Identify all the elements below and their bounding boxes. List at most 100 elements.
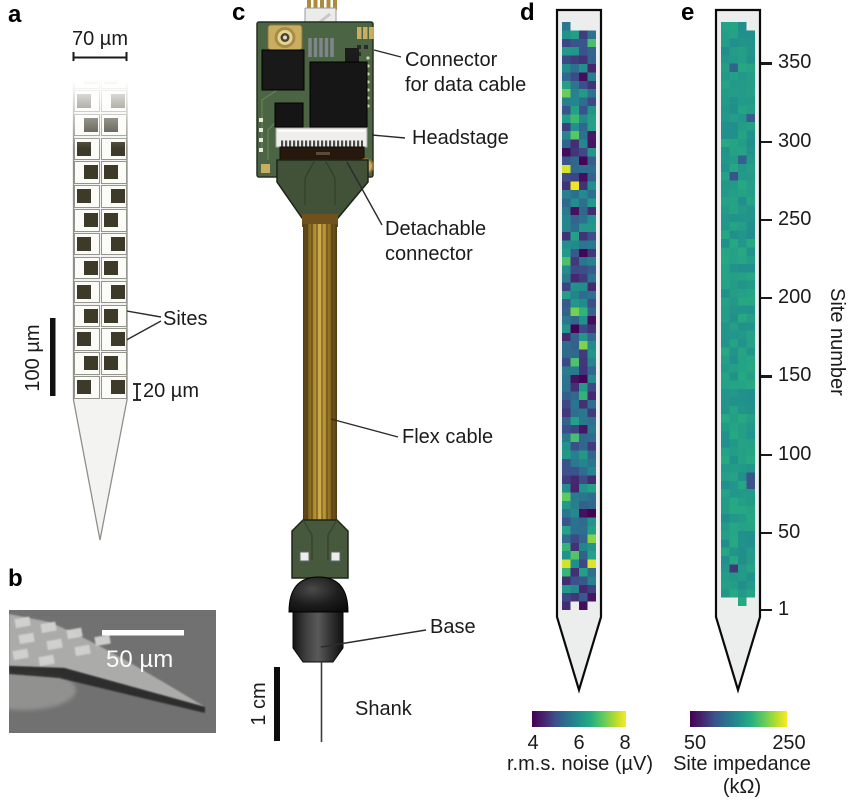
left-edge-pads	[259, 118, 263, 152]
site-cell	[101, 161, 127, 184]
recording-site	[76, 332, 91, 347]
site-tick-label-350: 350	[778, 51, 812, 74]
sites-pointer-line-1	[120, 309, 162, 318]
site-cell	[101, 232, 127, 256]
gold-pads	[357, 27, 374, 39]
detachable-label-line2: connector	[385, 243, 473, 265]
pcb-trace-2	[267, 119, 279, 160]
noise-colorbar-tick-8: 8	[619, 732, 631, 754]
connector-label-line1: Connector	[405, 49, 498, 71]
noise-colorbar-tick-4: 4	[527, 732, 539, 754]
site-cell	[74, 256, 100, 280]
site-cell	[74, 280, 100, 304]
site-cell	[74, 209, 100, 232]
pcb-board	[256, 21, 374, 178]
site-tick-label-200: 200	[778, 286, 812, 309]
sem-sites-group	[12, 616, 111, 667]
site-size-label: 20 µm	[143, 380, 199, 402]
base-label: Base	[430, 616, 476, 638]
noise-colorbar-tick-6: 6	[573, 732, 585, 754]
recording-site	[83, 213, 98, 228]
sem-photo: 50 µm	[9, 610, 216, 733]
noise-colorbar	[532, 711, 626, 727]
site-grid-fade	[71, 61, 130, 149]
site-tick-label-100: 100	[778, 442, 812, 465]
site-tick-mark-350	[761, 62, 772, 65]
flex-neck	[302, 214, 338, 227]
recording-site	[76, 189, 91, 204]
width-label: 70 µm	[72, 28, 128, 50]
site-tick-mark-300	[761, 140, 772, 143]
site-tick-mark-100	[761, 453, 772, 456]
detachable-connector-body	[276, 159, 369, 219]
headstage-assembly	[256, 0, 427, 742]
recording-site	[103, 260, 118, 275]
connector-label-line2: for data cable	[405, 74, 527, 96]
impedance-colorbar-tick-50: 50	[683, 732, 707, 754]
annotation-pointer-lines	[320, 49, 427, 648]
recording-site	[103, 356, 118, 371]
impedance-heatmap-canvas	[721, 22, 755, 606]
site-cell	[101, 185, 127, 208]
shank-label: Shank	[355, 698, 412, 720]
recording-site	[103, 213, 118, 228]
site-tick-mark-150	[761, 375, 772, 378]
site-tick-label-250: 250	[778, 207, 812, 230]
scalebar-1cm	[274, 667, 280, 741]
probe-base-dome	[288, 576, 349, 613]
panel-label-e: e	[681, 0, 695, 26]
recording-site	[110, 284, 125, 299]
main-chip	[309, 61, 368, 128]
site-cell	[74, 161, 100, 184]
site-cell	[101, 328, 127, 351]
site-tick-label-150: 150	[778, 364, 812, 387]
headstage-label: Headstage	[412, 127, 509, 149]
site-tick-label-1: 1	[778, 597, 790, 620]
noise-colorbar-title: r.m.s. noise (µV)	[507, 753, 653, 775]
connector-pins	[308, 38, 334, 57]
site-tick-mark-200	[761, 297, 772, 300]
recording-site	[76, 284, 91, 299]
site-cell	[74, 185, 100, 208]
site-tick-mark-1	[761, 608, 772, 611]
detachable-label-line1: Detachable	[385, 218, 487, 240]
recording-site	[76, 236, 91, 251]
recording-site	[83, 308, 98, 323]
site-number-axis-label: Site number	[826, 288, 848, 396]
recording-site	[110, 332, 125, 347]
recording-site	[103, 308, 118, 323]
noise-heatmap-canvas	[562, 22, 596, 610]
impedance-colorbar	[690, 711, 787, 727]
impedance-colorbar-title-line1: Site impedance	[673, 753, 811, 775]
recording-site	[83, 260, 98, 275]
sem-background	[9, 610, 216, 733]
sem-blur-region	[9, 670, 76, 710]
recording-site	[110, 236, 125, 251]
sites-pointer-line-2	[120, 320, 162, 344]
scalebar-100um	[50, 318, 56, 396]
probe-base-cylinder	[292, 602, 344, 663]
corner-pad	[261, 164, 270, 173]
site-cell	[74, 352, 100, 375]
probe-base-connector	[291, 519, 349, 579]
scalebar-100um-label: 100 µm	[22, 324, 44, 392]
sem-probe-face	[9, 614, 205, 707]
site-cell	[101, 280, 127, 304]
data-cable-connector	[304, 0, 337, 39]
recording-site	[83, 356, 98, 371]
recording-site	[110, 189, 125, 204]
impedance-colorbar-tick-250: 250	[772, 732, 806, 754]
recording-site	[76, 380, 91, 395]
recording-site	[83, 165, 98, 180]
site-tick-label-300: 300	[778, 129, 812, 152]
panel-label-d: d	[520, 0, 535, 26]
recording-site	[110, 380, 125, 395]
site-cell	[101, 304, 127, 327]
scalebar-50um	[102, 630, 184, 636]
sem-probe-edge-shadow	[9, 666, 205, 713]
site-cell	[74, 376, 100, 399]
site-tick-mark-250	[761, 218, 772, 222]
site-cell	[74, 328, 100, 351]
secondary-chip	[261, 49, 305, 91]
